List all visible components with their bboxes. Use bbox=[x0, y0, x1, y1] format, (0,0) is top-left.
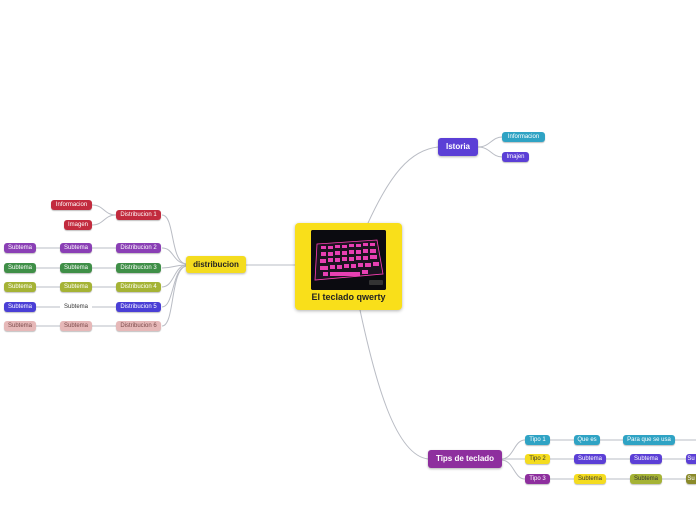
tipo-2-subtema-a[interactable]: Subtema bbox=[574, 454, 606, 464]
distribucion-1[interactable]: Distribucion 1 bbox=[116, 210, 161, 220]
distribucion-3-subtema-a[interactable]: Subtema bbox=[60, 263, 92, 273]
distribucion-4-subtema-b[interactable]: Subtema bbox=[4, 282, 36, 292]
branch-istoria[interactable]: Istoria bbox=[438, 138, 478, 156]
istoria-imajen[interactable]: Imajen bbox=[502, 152, 529, 162]
distribucion-6-subtema-b[interactable]: Subtema bbox=[4, 321, 36, 331]
tipo-1-para-que-se-usa[interactable]: Para que se usa bbox=[623, 435, 675, 445]
distribucion-6-subtema-a[interactable]: Subtema bbox=[60, 321, 92, 331]
distribucion-2-subtema-b[interactable]: Subtema bbox=[4, 243, 36, 253]
tips-tipo-1[interactable]: Tipo 1 bbox=[525, 435, 550, 445]
distribucion-6[interactable]: Distribucion 6 bbox=[116, 321, 161, 331]
distribucion-2[interactable]: Distribucion 2 bbox=[116, 243, 161, 253]
branch-tips[interactable]: Tips de teclado bbox=[428, 450, 502, 468]
tipo-2-subtema-c[interactable]: Su bbox=[686, 454, 696, 464]
distribucion-1-informacion[interactable]: Informacion bbox=[51, 200, 92, 210]
distribucion-5-subtema-b[interactable]: Subtema bbox=[4, 302, 36, 312]
tipo-1-que-es[interactable]: Que es bbox=[574, 435, 600, 445]
branch-distribucion-label: distribucion bbox=[193, 260, 239, 269]
distribucion-4-subtema-a[interactable]: Subtema bbox=[60, 282, 92, 292]
branch-istoria-label: Istoria bbox=[445, 142, 470, 151]
tipo-2-subtema-b[interactable]: Subtema bbox=[630, 454, 662, 464]
tips-tipo-2[interactable]: Tipo 2 bbox=[525, 454, 550, 464]
distribucion-1-imagen[interactable]: Imagen bbox=[64, 220, 92, 230]
distribucion-5[interactable]: Distribucion 5 bbox=[116, 302, 161, 312]
distribucion-3-subtema-b[interactable]: Subtema bbox=[4, 263, 36, 273]
branch-distribucion[interactable]: distribucion bbox=[186, 256, 246, 273]
tipo-3-subtema-a[interactable]: Subtema bbox=[574, 474, 606, 484]
tipo-3-subtema-c[interactable]: Su bbox=[686, 474, 696, 484]
tipo-3-subtema-b[interactable]: Subtema bbox=[630, 474, 662, 484]
branch-tips-label: Tips de teclado bbox=[435, 454, 495, 463]
istoria-informacion[interactable]: Informacion bbox=[502, 132, 545, 142]
distribucion-5-subtema-a[interactable]: Subtema bbox=[63, 304, 88, 310]
distribucion-4[interactable]: Distribucion 4 bbox=[116, 282, 161, 292]
keyboard-image bbox=[311, 230, 386, 290]
central-title: El teclado qwerty bbox=[311, 292, 386, 302]
keyboard-icon bbox=[311, 230, 386, 290]
distribucion-2-subtema-a[interactable]: Subtema bbox=[60, 243, 92, 253]
central-topic[interactable]: El teclado qwerty bbox=[295, 223, 402, 310]
tips-tipo-3[interactable]: Tipo 3 bbox=[525, 474, 550, 484]
distribucion-3[interactable]: Distribucion 3 bbox=[116, 263, 161, 273]
